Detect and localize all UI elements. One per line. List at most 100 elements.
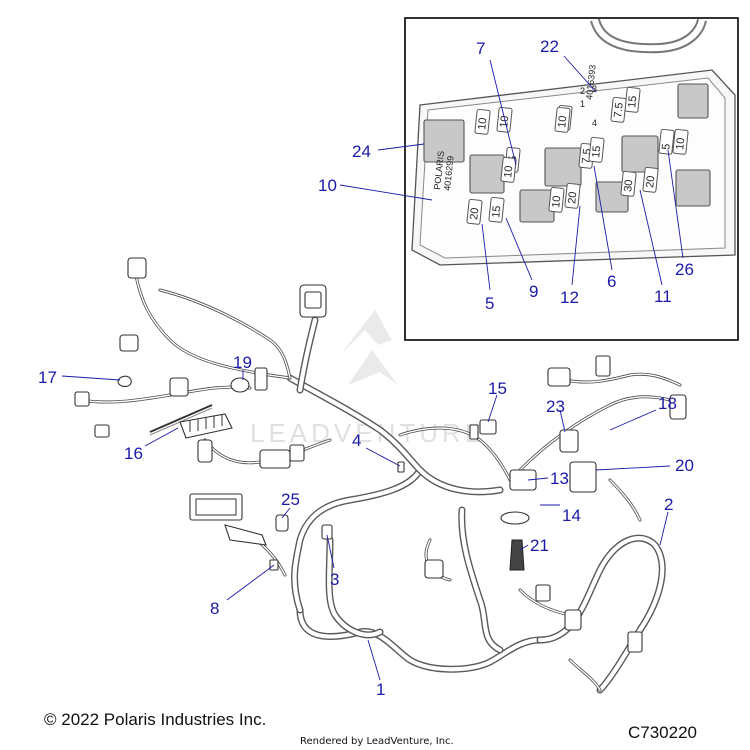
callout-4: 4 [352, 431, 361, 450]
callout-13: 13 [550, 469, 569, 488]
connector-top-a [547, 367, 571, 387]
connector-18-part [669, 394, 687, 420]
fuse-15: 20 [564, 182, 581, 209]
left-connector-d [94, 424, 110, 438]
clip-4-part [397, 461, 405, 473]
callout-21: 21 [530, 536, 549, 555]
tie-strap-16-part [149, 404, 213, 433]
callout-23: 23 [546, 397, 565, 416]
bracket-25-part [275, 514, 289, 532]
callout-8: 8 [210, 599, 219, 618]
fuse-6-rating: 10 [502, 165, 515, 178]
callout-3: 3 [330, 570, 339, 589]
rendered-by-text: Rendered by LeadVenture, Inc. [300, 736, 454, 747]
callout-15: 15 [488, 379, 507, 398]
relay-block-g [675, 169, 711, 207]
plate-number: 4016299 [442, 155, 456, 191]
connector-top-b [595, 355, 611, 377]
fuse-15-body [564, 182, 581, 209]
diagram-code: C730220 [628, 723, 697, 742]
main-harness [286, 316, 666, 694]
relay-block-c [621, 135, 659, 173]
copyright-text: © 2022 Polaris Industries Inc. [44, 710, 266, 729]
relay-block-b [544, 147, 582, 187]
callout-9: 9 [529, 282, 538, 301]
callout-14: 14 [562, 506, 581, 525]
top-left-connector [127, 257, 147, 279]
small-plate: 4016393 [584, 64, 598, 100]
callout-6: 6 [607, 272, 616, 291]
fuse-14-rating: 10 [550, 195, 563, 208]
fuse-0: 15 [624, 86, 641, 113]
fuse-2-body [474, 108, 491, 135]
relay-block-a [469, 154, 505, 194]
fuse-14-body [548, 186, 565, 213]
fuse-plate: POLARIS 4016299 [432, 150, 456, 191]
plug-part [197, 439, 213, 463]
fuse-10: 5 [658, 128, 675, 155]
main-connector-face [304, 291, 322, 309]
fuse-8-body [588, 136, 605, 163]
slot-mark-1: 1 [580, 99, 585, 109]
callout-20: 20 [675, 456, 694, 475]
fuse-16-rating: 30 [622, 179, 635, 192]
lower-connector-a [424, 559, 444, 579]
relay-19-part [254, 367, 268, 391]
fuse-8: 15 [588, 136, 605, 163]
clip-3-part [321, 524, 333, 540]
fuse-8-rating: 15 [590, 145, 603, 158]
callout-18: 18 [658, 394, 677, 413]
callout-19: 19 [233, 353, 252, 372]
callout-22: 22 [540, 37, 559, 56]
fuse-9-rating: 10 [556, 115, 569, 128]
fuse-1-body [610, 96, 627, 123]
fuse-11: 10 [672, 128, 689, 155]
fuse-6-body [500, 156, 517, 183]
relay-23-part [559, 429, 579, 453]
callout-12: 12 [560, 288, 579, 307]
callout-leaders [61, 55, 684, 681]
callout-10: 10 [318, 176, 337, 195]
fuse-1: 7.5 [610, 96, 627, 123]
callout-26: 26 [675, 260, 694, 279]
callout-5: 5 [485, 294, 494, 313]
relay-block-24 [423, 119, 465, 163]
lower-connector-d [535, 584, 551, 602]
relay-block-f [677, 83, 709, 119]
grommet-part [500, 511, 530, 525]
fuse-9-body [554, 106, 571, 133]
fuse-17-rating: 20 [644, 175, 657, 188]
harness-parts [74, 257, 687, 653]
fuse-13-rating: 15 [490, 205, 503, 218]
callout-24: 24 [352, 142, 371, 161]
fuse-15-rating: 20 [566, 191, 579, 204]
fuse-10-body [658, 128, 675, 155]
relay-block-e [595, 181, 629, 213]
fuse-1-rating: 7.5 [612, 102, 626, 118]
slot-mark-2: 3 [592, 84, 597, 94]
fuse-6: 10 [500, 156, 517, 183]
callout-17: 17 [38, 368, 57, 387]
lower-connector-b [564, 609, 582, 631]
fuse-11-body [672, 128, 689, 155]
fuse-12: 20 [466, 198, 483, 225]
fuse-3-rating: 10 [498, 115, 511, 128]
callout-2: 2 [664, 495, 673, 514]
fuse-10-rating: 5 [660, 143, 673, 150]
left-connector-c [74, 391, 90, 407]
callouts: 1 2 3 4 5 6 7 8 9 10 11 12 13 14 15 16 1… [38, 37, 694, 699]
fuse-2-rating: 10 [476, 117, 489, 130]
callout-11: 11 [654, 287, 672, 306]
fuse-2: 10 [474, 108, 491, 135]
plate-brand: POLARIS [432, 150, 446, 190]
left-connector-b [169, 377, 189, 397]
connector-13-part [509, 469, 537, 491]
lower-connector-c [627, 631, 643, 653]
fuse-11-rating: 10 [674, 137, 687, 150]
connector-15-part [479, 419, 497, 435]
callout-25: 25 [281, 490, 300, 509]
callout-7: 7 [476, 39, 485, 58]
small-plate-number: 4016393 [584, 64, 598, 100]
mid-connector-part [259, 449, 291, 469]
